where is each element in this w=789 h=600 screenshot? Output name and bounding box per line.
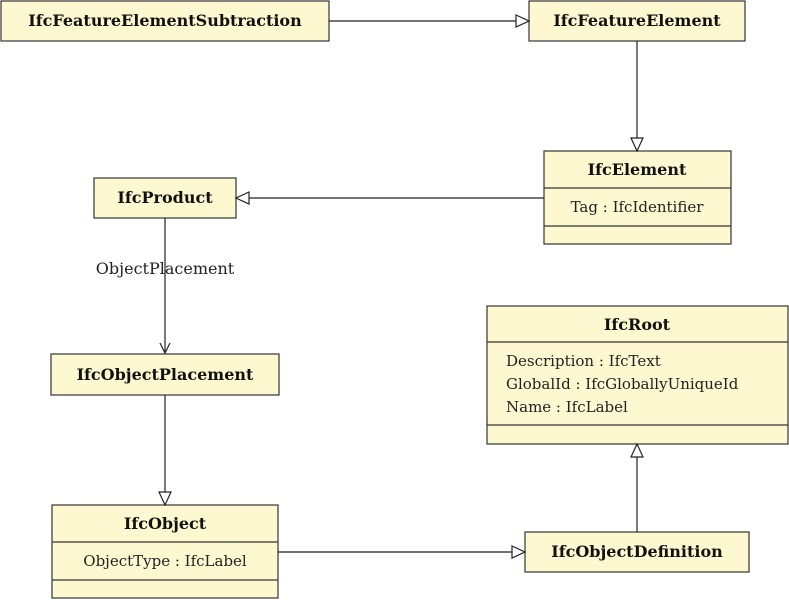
class-name: IfcRoot xyxy=(604,315,671,334)
class-ifc-object-definition: IfcObjectDefinition xyxy=(524,531,750,573)
class-ifc-element: IfcElement Tag : IfcIdentifier xyxy=(543,150,732,245)
association-label: ObjectPlacement xyxy=(96,259,235,278)
hollow-arrowhead-icon xyxy=(515,14,531,28)
class-name: IfcObjectDefinition xyxy=(551,542,723,561)
class-ifc-feature-element-subtraction: IfcFeatureElementSubtraction xyxy=(0,0,330,42)
hollow-arrowhead-icon xyxy=(234,191,250,205)
class-attribute: Description : IfcText xyxy=(506,352,661,370)
hollow-arrowhead-icon xyxy=(511,545,527,559)
class-name: IfcFeatureElement xyxy=(553,11,721,30)
generalization-arrow xyxy=(278,545,527,559)
hollow-arrowhead-icon xyxy=(158,491,172,507)
class-name: IfcElement xyxy=(588,160,687,179)
generalization-arrow xyxy=(630,41,644,153)
class-ifc-feature-element: IfcFeatureElement xyxy=(528,0,746,42)
generalization-arrow xyxy=(234,191,544,205)
generalization-arrow xyxy=(630,442,644,532)
open-arrowhead-icon xyxy=(159,342,171,355)
class-attribute: ObjectType : IfcLabel xyxy=(83,552,247,570)
class-name: IfcProduct xyxy=(117,188,213,207)
class-attribute: Tag : IfcIdentifier xyxy=(571,198,705,216)
class-name: IfcObjectPlacement xyxy=(77,365,254,384)
class-attribute: Name : IfcLabel xyxy=(506,398,628,416)
class-attribute: GlobalId : IfcGloballyUniqueId xyxy=(506,375,739,393)
generalization-arrow xyxy=(158,395,172,507)
class-ifc-root: IfcRoot Description : IfcText GlobalId :… xyxy=(486,305,789,445)
class-ifc-object-placement: IfcObjectPlacement xyxy=(50,353,280,396)
generalization-arrow xyxy=(329,14,531,28)
association-arrow xyxy=(159,218,171,355)
class-name: IfcFeatureElementSubtraction xyxy=(28,11,302,30)
hollow-arrowhead-icon xyxy=(630,442,644,458)
class-ifc-object: IfcObject ObjectType : IfcLabel xyxy=(51,504,279,599)
hollow-arrowhead-icon xyxy=(630,137,644,153)
class-ifc-product: IfcProduct xyxy=(93,177,237,219)
class-name: IfcObject xyxy=(124,514,207,533)
